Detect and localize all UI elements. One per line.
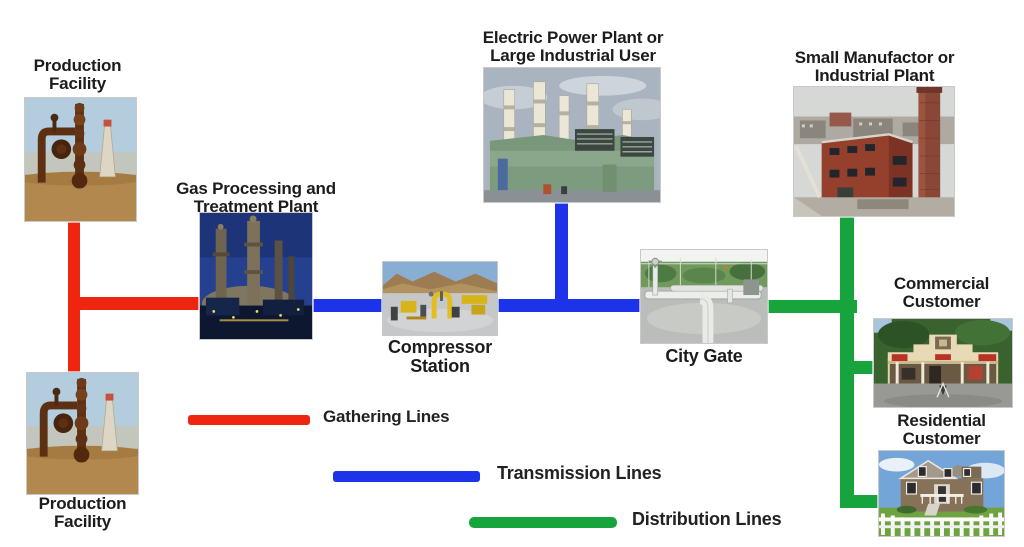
- residential-customer-photo: [878, 450, 1005, 537]
- commercial-customer-photo: [873, 318, 1013, 408]
- distribution-line-horizontal: [764, 300, 857, 313]
- transmission-lines-swatch: [333, 471, 480, 482]
- gathering-lines-swatch: [188, 415, 310, 425]
- commercial-customer-label: Commercial Customer: [893, 274, 990, 312]
- compressor-station-photo: [382, 261, 498, 336]
- brick-factory-photo: [794, 87, 954, 216]
- wellhead-photo: [25, 98, 136, 221]
- production-facility-top-photo: [24, 97, 137, 222]
- compressor-yard-photo: [383, 262, 497, 335]
- electric-power-plant-photo: [483, 67, 661, 203]
- distribution-lines-swatch: [469, 517, 617, 528]
- gathering-lines-label: Gathering Lines: [323, 407, 450, 426]
- storefront-photo: [874, 319, 1012, 407]
- refinery-night-photo: [200, 213, 312, 339]
- house-photo: [879, 451, 1004, 536]
- distribution-branch-residential: [846, 495, 882, 508]
- compressor-station-label: Compressor Station: [387, 337, 493, 377]
- power-plant-photo: [484, 68, 660, 202]
- production-facility-bottom-photo: [26, 372, 139, 495]
- transmission-line-vertical: [555, 200, 568, 310]
- city-gate-photo: [640, 249, 768, 344]
- pipeline-station-photo: [641, 250, 767, 343]
- gathering-line-horizontal: [68, 297, 202, 310]
- distribution-lines-label: Distribution Lines: [632, 509, 782, 529]
- production-facility-top-label: Production Facility: [33, 56, 122, 94]
- electric-power-plant-label: Electric Power Plant or Large Industrial…: [482, 28, 664, 66]
- production-facility-bottom-label: Production Facility: [38, 494, 127, 532]
- wellhead-photo: [27, 373, 138, 494]
- residential-customer-label: Residential Customer: [897, 411, 986, 449]
- gas-processing-label: Gas Processing and Treatment Plant: [176, 179, 336, 217]
- city-gate-label: City Gate: [665, 346, 743, 366]
- small-manufactor-label: Small Manufactor or Industrial Plant: [794, 48, 955, 86]
- small-manufactor-photo: [793, 86, 955, 217]
- distribution-branch-commercial: [846, 361, 878, 374]
- transmission-lines-label: Transmission Lines: [497, 463, 662, 483]
- gas-processing-photo: [199, 212, 313, 340]
